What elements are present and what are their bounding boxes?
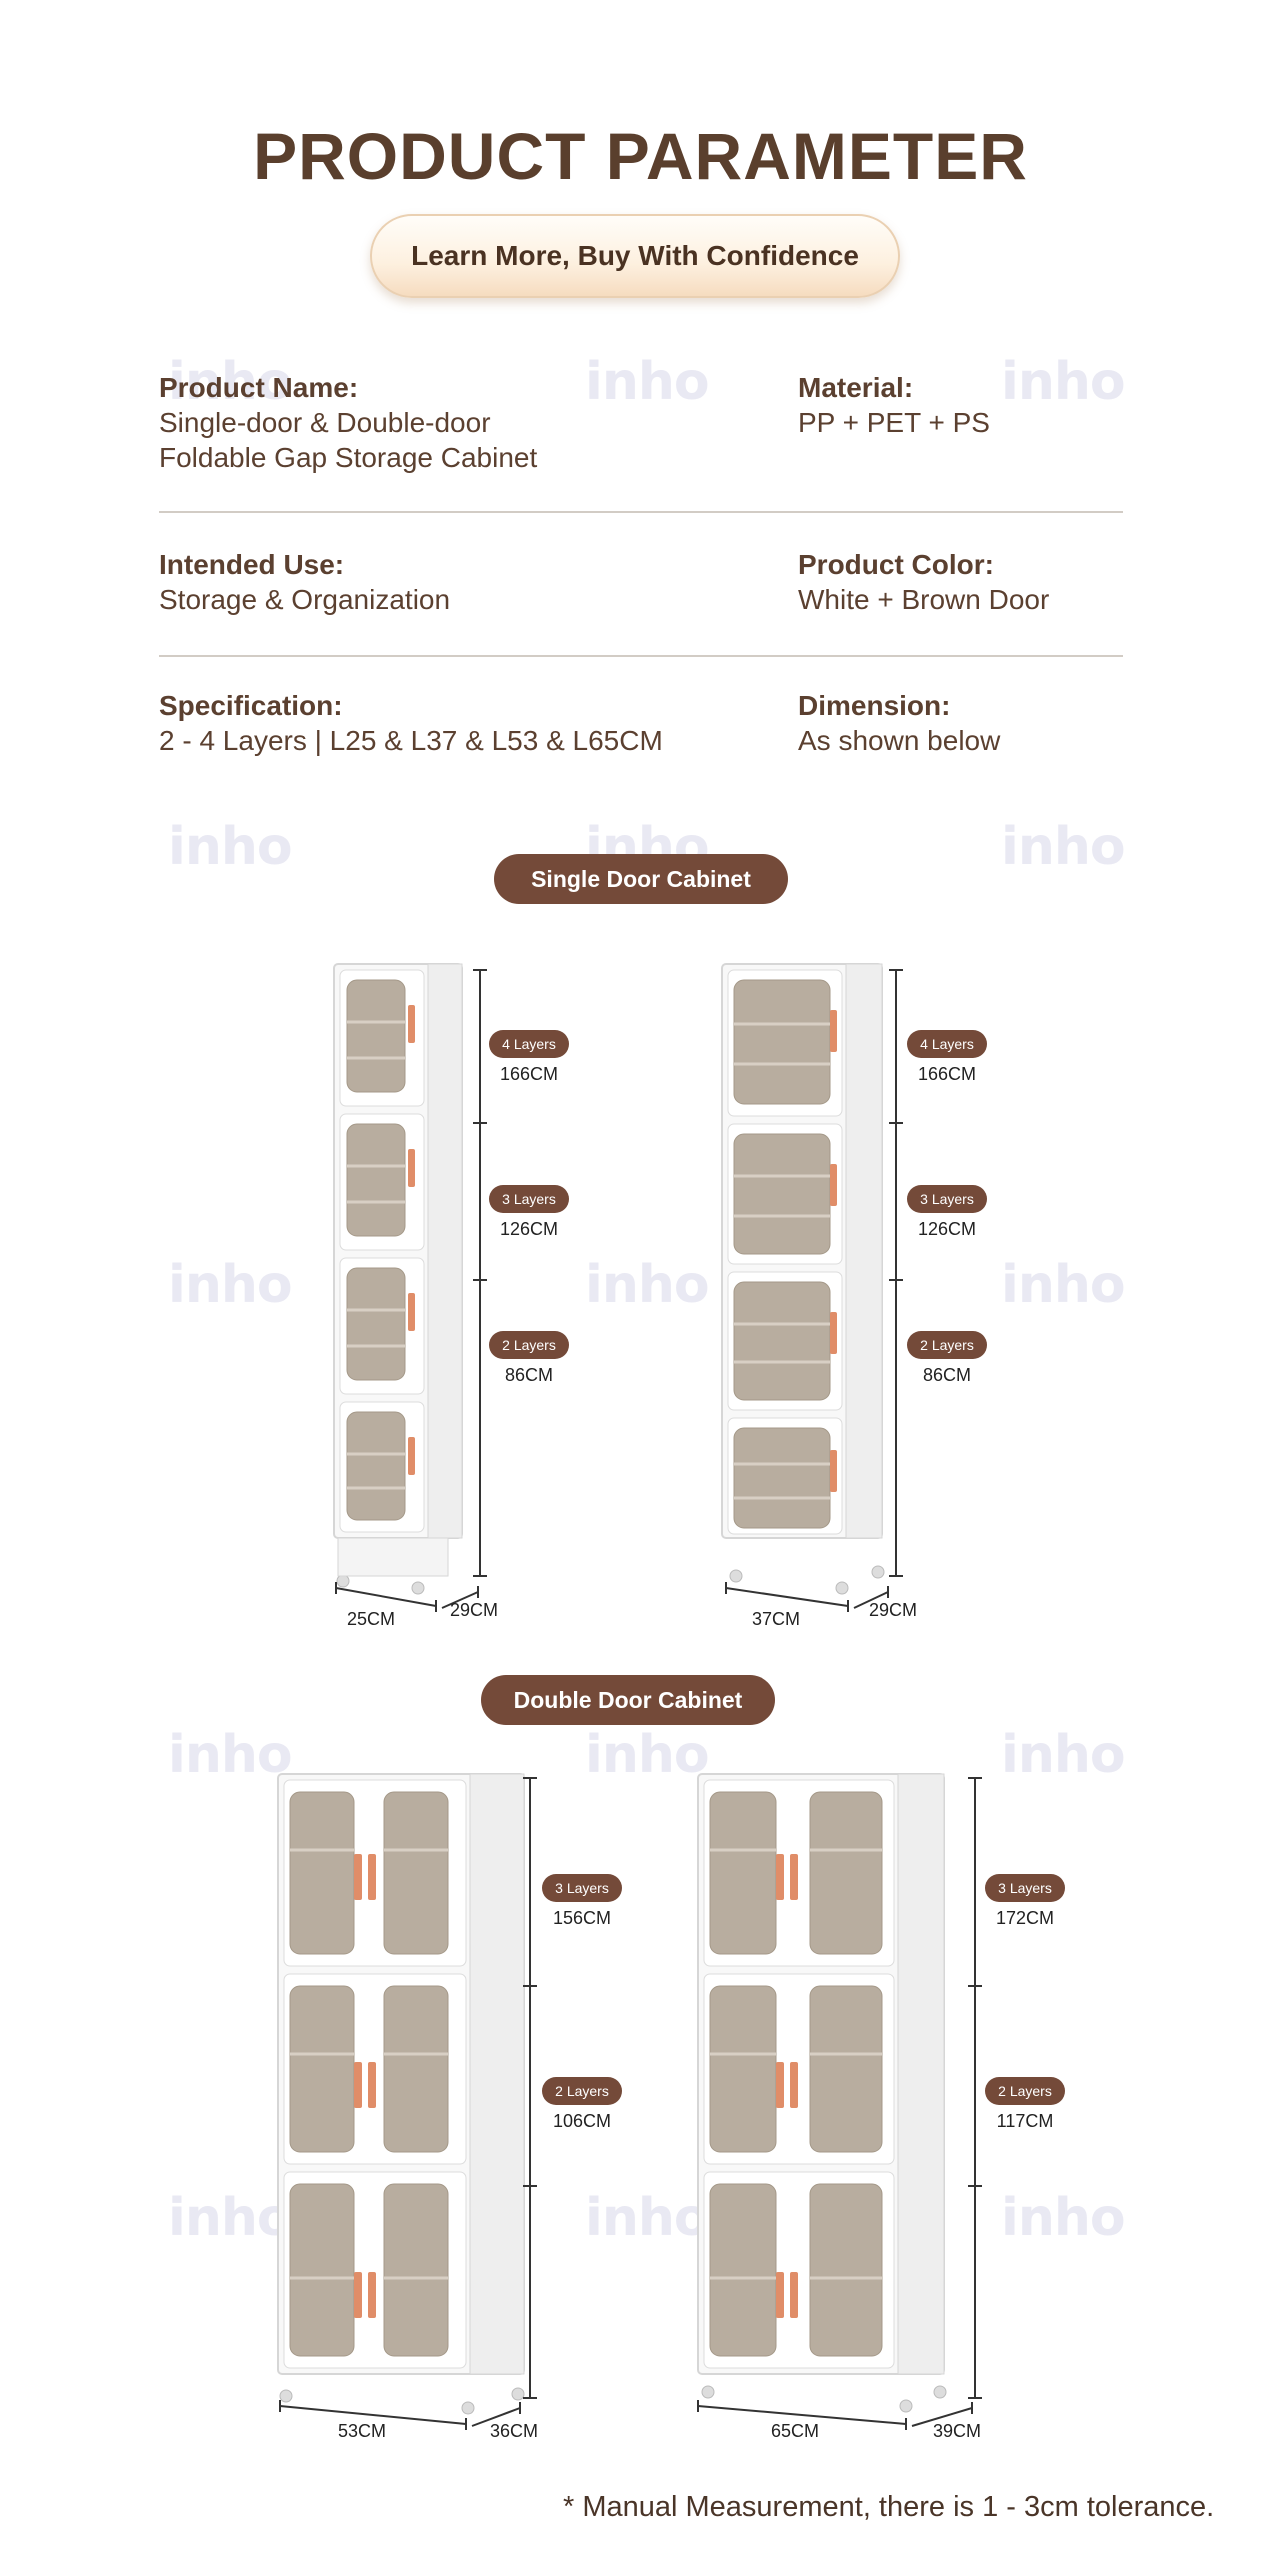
param-label: Product Color: <box>798 549 994 580</box>
param-value: Storage & Organization <box>159 584 451 615</box>
width-measure-line <box>335 1582 479 1612</box>
watermark-logo: inho <box>585 352 710 412</box>
depth-label: 39CM <box>933 2421 982 2441</box>
height-label: 126CM <box>917 1219 977 1239</box>
double-cabinet-1-image <box>277 1773 525 2415</box>
param-value: Single-door & Double-door <box>159 407 491 438</box>
height-label: 156CM <box>552 1908 612 1928</box>
single-cabinet-2-image <box>721 963 885 1595</box>
tolerance-footnote: * Manual Measurement, there is 1 - 3cm t… <box>563 2491 1215 2523</box>
width-measure-line <box>279 2400 521 2430</box>
width-measure-line <box>725 1582 889 1612</box>
watermark-logo: inho <box>1001 352 1126 412</box>
layer-badge: 3 Layers <box>542 1874 622 1902</box>
dimension-param: Dimension: As shown below <box>798 689 1000 758</box>
width-label: 25CM <box>347 1609 396 1629</box>
layer-badge: 2 Layers <box>489 1331 569 1359</box>
height-measure-line <box>889 969 903 1577</box>
single-cabinet-1-image <box>333 963 463 1595</box>
layer-badge: 3 Layers <box>907 1185 987 1213</box>
single-door-heading: Single Door Cabinet <box>494 854 788 904</box>
width-label: 65CM <box>771 2421 820 2441</box>
depth-label: 29CM <box>869 1600 918 1620</box>
param-value: White + Brown Door <box>798 584 1050 615</box>
layer-badge: 2 Layers <box>907 1331 987 1359</box>
watermark-logo: inho <box>1001 817 1126 877</box>
layer-badge: 2 Layers <box>985 2077 1065 2105</box>
param-label: Intended Use: <box>159 549 345 580</box>
learn-more-button[interactable]: Learn More, Buy With Confidence <box>370 214 900 298</box>
height-label: 86CM <box>504 1365 553 1385</box>
depth-label: 29CM <box>450 1600 499 1620</box>
watermark-logo: inho <box>1001 1725 1126 1785</box>
param-label: Specification: <box>159 690 343 721</box>
height-label: 106CM <box>552 2111 612 2131</box>
height-label: 172CM <box>995 1908 1055 1928</box>
param-value: PP + PET + PS <box>798 407 990 438</box>
height-label: 166CM <box>917 1064 977 1084</box>
height-label: 126CM <box>499 1219 559 1239</box>
double-door-heading: Double Door Cabinet <box>481 1675 775 1725</box>
watermark-logo: inho <box>585 2188 710 2248</box>
product-name-param: Product Name: Single-door & Double-door … <box>159 371 537 475</box>
layer-badge: 4 Layers <box>907 1030 987 1058</box>
divider <box>159 511 1123 513</box>
height-label: 117CM <box>996 2111 1054 2131</box>
param-value: Foldable Gap Storage Cabinet <box>159 442 538 473</box>
watermark-logo: inho <box>1001 2188 1126 2248</box>
param-value: As shown below <box>798 725 1001 756</box>
height-measure-line <box>473 969 487 1577</box>
param-label: Product Name: <box>159 372 359 403</box>
divider <box>159 655 1123 657</box>
watermark-logo: inho <box>168 817 293 877</box>
watermark-logo: inho <box>168 1725 293 1785</box>
width-label: 37CM <box>752 1609 801 1629</box>
page-title: PRODUCT PARAMETER <box>253 119 1028 193</box>
height-measure-line <box>523 1777 537 2399</box>
height-label: 166CM <box>499 1064 559 1084</box>
watermark-logo: inho <box>168 1255 293 1315</box>
height-measure-line <box>968 1777 982 2399</box>
layer-badge: 4 Layers <box>489 1030 569 1058</box>
layer-badge: 3 Layers <box>489 1185 569 1213</box>
param-value: 2 - 4 Layers | L25 & L37 & L53 & L65CM <box>159 725 663 756</box>
layer-badge: 2 Layers <box>542 2077 622 2105</box>
watermark-logo: inho <box>1001 1255 1126 1315</box>
depth-label: 36CM <box>490 2421 539 2441</box>
intended-use-param: Intended Use: Storage & Organization <box>159 548 450 617</box>
param-label: Dimension: <box>798 690 951 721</box>
width-measure-line <box>697 2400 973 2430</box>
param-label: Material: <box>798 372 914 403</box>
watermark-logo: inho <box>585 1255 710 1315</box>
height-label: 86CM <box>922 1365 971 1385</box>
watermark-logo: inho <box>168 352 293 412</box>
double-cabinet-2-image <box>697 1773 947 2413</box>
material-param: Material: PP + PET + PS <box>798 371 990 440</box>
watermark-logo: inho <box>168 2188 293 2248</box>
specification-param: Specification: 2 - 4 Layers | L25 & L37 … <box>159 689 663 758</box>
product-color-param: Product Color: White + Brown Door <box>798 548 1049 617</box>
layer-badge: 3 Layers <box>985 1874 1065 1902</box>
watermark-logo: inho <box>585 1725 710 1785</box>
width-label: 53CM <box>338 2421 387 2441</box>
